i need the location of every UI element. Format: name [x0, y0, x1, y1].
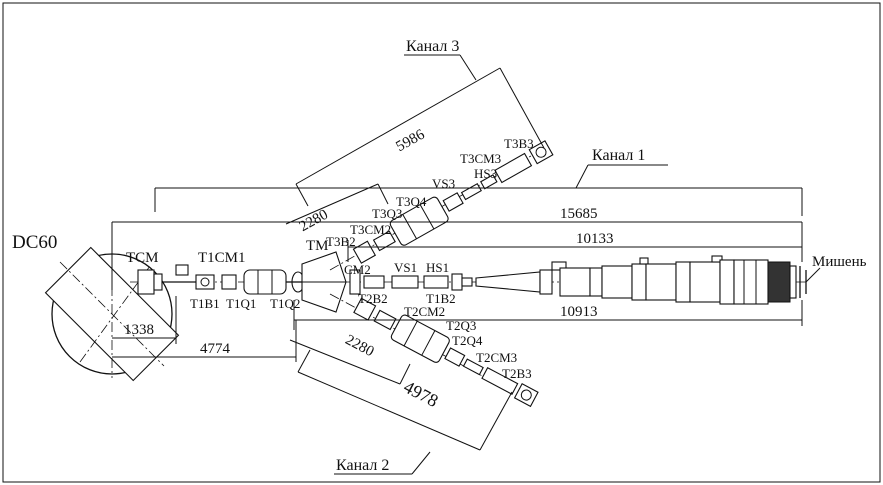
t3b2-label: T3B2 [326, 234, 356, 249]
t2b3-label: T2B3 [502, 366, 532, 381]
dim-15685 [111, 221, 803, 290]
t3q4-label: T3Q4 [396, 194, 427, 209]
t3cm3-label: T3CM3 [460, 151, 501, 166]
dim-4978 [297, 349, 513, 451]
dim-10133-label: 10133 [576, 231, 614, 247]
cm2-label: CM2 [344, 262, 371, 277]
dim-1338 [112, 296, 177, 344]
t1q2-element [286, 271, 305, 293]
dim-4774-label: 4774 [200, 341, 231, 357]
dim-10913 [293, 300, 803, 330]
dim-1338-label: 1338 [124, 322, 154, 338]
t2cm2-label: T2CM2 [404, 304, 445, 319]
tcm-label: TCM [126, 250, 159, 266]
dc60-label: DC60 [12, 232, 57, 253]
target-leader [805, 267, 821, 283]
dim-10133 [347, 240, 802, 262]
vs1-label: VS1 [394, 260, 417, 275]
channel2-elements [353, 297, 539, 408]
t1b2-label: T1B2 [426, 291, 456, 306]
channel3-label: Канал 3 [406, 38, 459, 55]
t1q1-label: T1Q1 [226, 296, 256, 311]
dim-4978-label: 4978 [400, 376, 441, 411]
dim-10913-label: 10913 [560, 304, 598, 320]
tcm-element [137, 264, 200, 295]
channel2-label: Канал 2 [336, 457, 389, 474]
t1b1-element [195, 274, 215, 290]
t3q3-label: T3Q3 [372, 206, 402, 221]
t3cm2-label: T3CM2 [350, 222, 391, 237]
dim-2280-bottom [289, 339, 411, 385]
tm-label: TM [306, 238, 329, 254]
t2b2-label: T2B2 [358, 291, 388, 306]
channel1-callout [575, 164, 668, 189]
t1b1-label: T1B1 [190, 296, 220, 311]
dim-2280-top-label: 2280 [297, 207, 331, 236]
dim-15685-label: 15685 [560, 206, 598, 222]
channel1-label: Канал 1 [592, 147, 645, 164]
hs1-label: HS1 [426, 260, 449, 275]
channel2-callout [334, 451, 431, 475]
t2q3-label: T2Q3 [446, 318, 476, 333]
dim-2280-top [285, 183, 389, 225]
dim-5986-label: 5986 [393, 126, 427, 155]
t2cm3-label: T2CM3 [476, 350, 517, 365]
vs3-label: VS3 [432, 176, 455, 191]
tm-magnet [301, 251, 347, 313]
dim-2280-bottom-label: 2280 [342, 332, 376, 360]
t3b3-label: T3B3 [504, 136, 534, 151]
target-label: Мишень [812, 254, 867, 270]
t1q1-element [221, 269, 287, 295]
hs3-label: HS3 [474, 166, 497, 181]
t1q2-label: T1Q2 [270, 296, 300, 311]
channel3-callout [404, 54, 477, 81]
t1cm1-label: T1CM1 [198, 250, 246, 266]
dim-5986 [295, 67, 545, 207]
t2q4-label: T2Q4 [452, 333, 483, 348]
dim-4774 [112, 320, 297, 362]
dim-channel1-top [154, 187, 803, 216]
channel3-elements [352, 140, 554, 264]
channel1-elements [349, 255, 807, 305]
